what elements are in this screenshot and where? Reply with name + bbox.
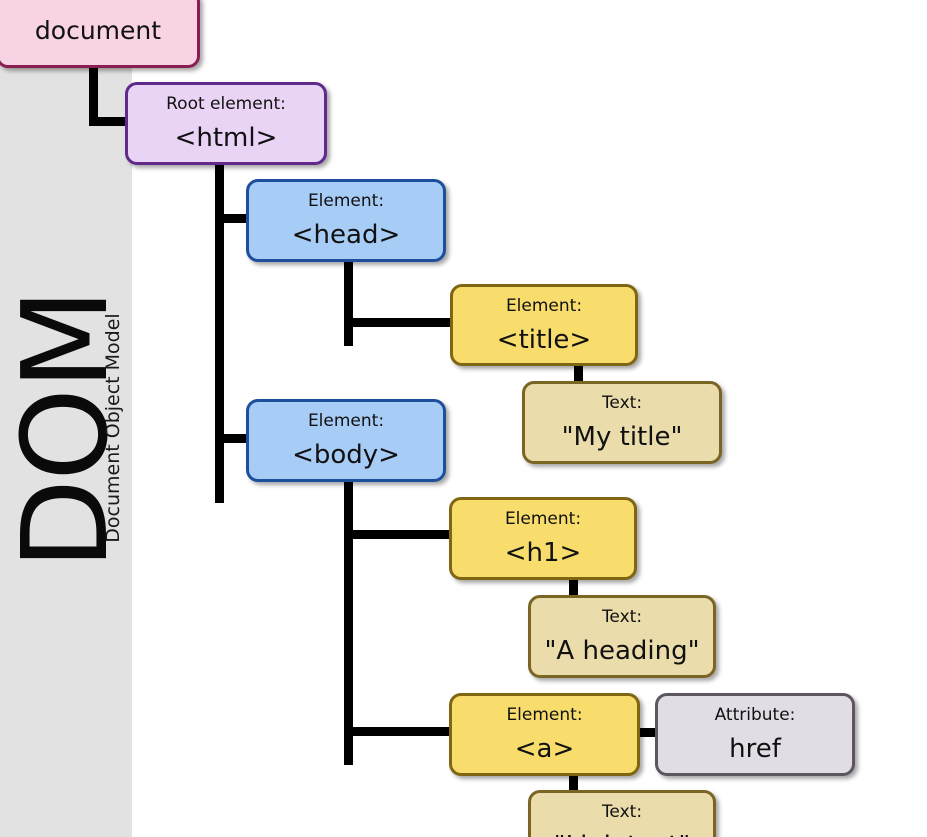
- node-html: Root element: <html>: [125, 82, 327, 165]
- node-h1-text-type: Text:: [601, 607, 643, 627]
- connector-document-vertical: [89, 66, 98, 126]
- node-a-attribute-type: Attribute:: [714, 705, 796, 725]
- connector-document-to-html: [89, 117, 129, 126]
- node-head: Element: <head>: [246, 179, 446, 262]
- node-title-type: Element:: [505, 296, 583, 316]
- diagram-subtitle: Document Object Model: [102, 313, 124, 543]
- node-h1: Element: <h1>: [449, 497, 637, 580]
- node-body: Element: <body>: [246, 399, 446, 482]
- connector-html-trunk: [215, 163, 224, 503]
- connector-body-to-a: [344, 727, 452, 736]
- node-head-tag: <head>: [291, 220, 401, 250]
- node-head-type: Element:: [307, 191, 385, 211]
- node-title-text-type: Text:: [601, 393, 643, 413]
- node-title: Element: <title>: [450, 284, 638, 366]
- connector-html-to-body: [215, 434, 248, 443]
- node-h1-text: Text: "A heading": [528, 595, 716, 678]
- node-title-tag: <title>: [496, 325, 592, 355]
- node-title-text-value: "My title": [561, 422, 683, 452]
- connector-body-to-h1: [344, 530, 452, 539]
- connector-html-to-head: [215, 214, 248, 223]
- node-a-type: Element:: [506, 705, 583, 725]
- node-a-text-value: "Link text": [531, 829, 713, 837]
- node-body-type: Element:: [307, 411, 385, 431]
- node-a-attribute-value: href: [729, 734, 781, 764]
- node-document-label: document: [34, 16, 162, 45]
- node-title-text: Text: "My title": [522, 381, 722, 464]
- node-h1-text-value: "A heading": [544, 636, 700, 666]
- node-a-text-type: Text:: [601, 802, 643, 822]
- connector-body-trunk: [344, 480, 353, 765]
- side-band: [0, 0, 132, 837]
- node-a: Element: <a>: [449, 693, 640, 776]
- node-a-tag: <a>: [514, 734, 575, 764]
- node-html-type: Root element:: [166, 94, 286, 114]
- connector-a-to-attribute: [638, 728, 658, 737]
- connector-a-to-text: [569, 773, 578, 793]
- node-h1-tag: <h1>: [504, 538, 582, 568]
- node-body-tag: <body>: [292, 440, 400, 470]
- node-document: document: [0, 0, 200, 68]
- node-h1-type: Element:: [504, 509, 582, 529]
- node-html-tag: <html>: [174, 123, 278, 153]
- connector-h1-to-text: [569, 578, 578, 598]
- node-a-attribute: Attribute: href: [655, 693, 855, 776]
- connector-title-to-text: [574, 364, 583, 384]
- connector-head-trunk: [344, 260, 353, 346]
- node-a-text: Text: "Link text": [528, 790, 716, 837]
- connector-head-to-title: [344, 318, 452, 327]
